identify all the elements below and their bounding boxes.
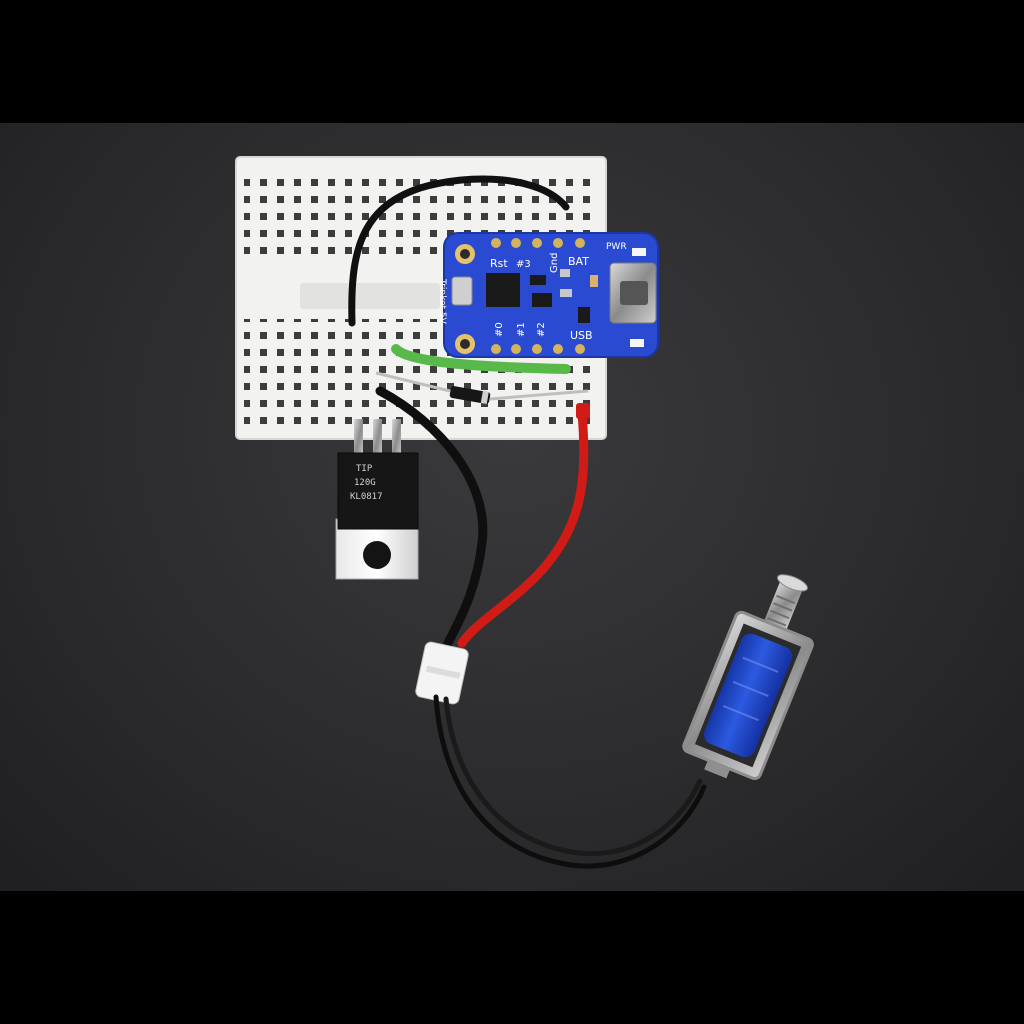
bottom-header-pins bbox=[491, 344, 585, 354]
letterbox-bottom bbox=[0, 891, 1024, 1024]
photo-scene: Rst #3 Gnd BAT PWR #0 #1 #2 USB Trinket … bbox=[0, 123, 1024, 891]
solenoid-lead-wire-1 bbox=[433, 694, 707, 869]
pwr-led bbox=[632, 248, 646, 256]
label-rst: Rst bbox=[490, 257, 508, 270]
label-pin1: #1 bbox=[516, 322, 527, 337]
label-pin3: #3 bbox=[516, 259, 531, 270]
label-gnd: Gnd bbox=[549, 253, 560, 273]
wire-connector bbox=[415, 641, 469, 705]
black-jumper-wire bbox=[348, 175, 570, 327]
label-usb: USB bbox=[570, 329, 593, 342]
label-pin2: #2 bbox=[536, 322, 547, 337]
transistor: TIP 120G KL0817 bbox=[335, 419, 419, 580]
transistor-marking-3: KL0817 bbox=[350, 492, 383, 502]
red-solenoid-wire bbox=[457, 408, 589, 648]
green-jumper-wire bbox=[391, 344, 571, 374]
solenoid-coil bbox=[703, 633, 793, 758]
microcontroller-chip bbox=[486, 273, 520, 307]
trinket-board: Rst #3 Gnd BAT PWR #0 #1 #2 USB Trinket … bbox=[437, 232, 659, 358]
solenoid-lead-wire-2 bbox=[443, 696, 703, 857]
label-pwr: PWR bbox=[606, 242, 627, 252]
transistor-marking-1: TIP bbox=[356, 464, 373, 474]
solenoid bbox=[682, 574, 814, 781]
top-header-pins bbox=[491, 238, 585, 248]
diode bbox=[375, 371, 589, 405]
transistor-marking-2: 120G bbox=[354, 478, 376, 488]
photo-illustration: Rst #3 Gnd BAT PWR #0 #1 #2 USB Trinket … bbox=[235, 156, 814, 869]
status-led bbox=[630, 339, 644, 347]
black-solenoid-wire bbox=[375, 386, 488, 648]
label-board-name: Trinket 5V bbox=[437, 278, 447, 325]
letterbox-top bbox=[0, 0, 1024, 123]
reset-button bbox=[451, 276, 473, 306]
label-bat: BAT bbox=[568, 255, 589, 268]
label-pin0: #0 bbox=[494, 322, 505, 337]
